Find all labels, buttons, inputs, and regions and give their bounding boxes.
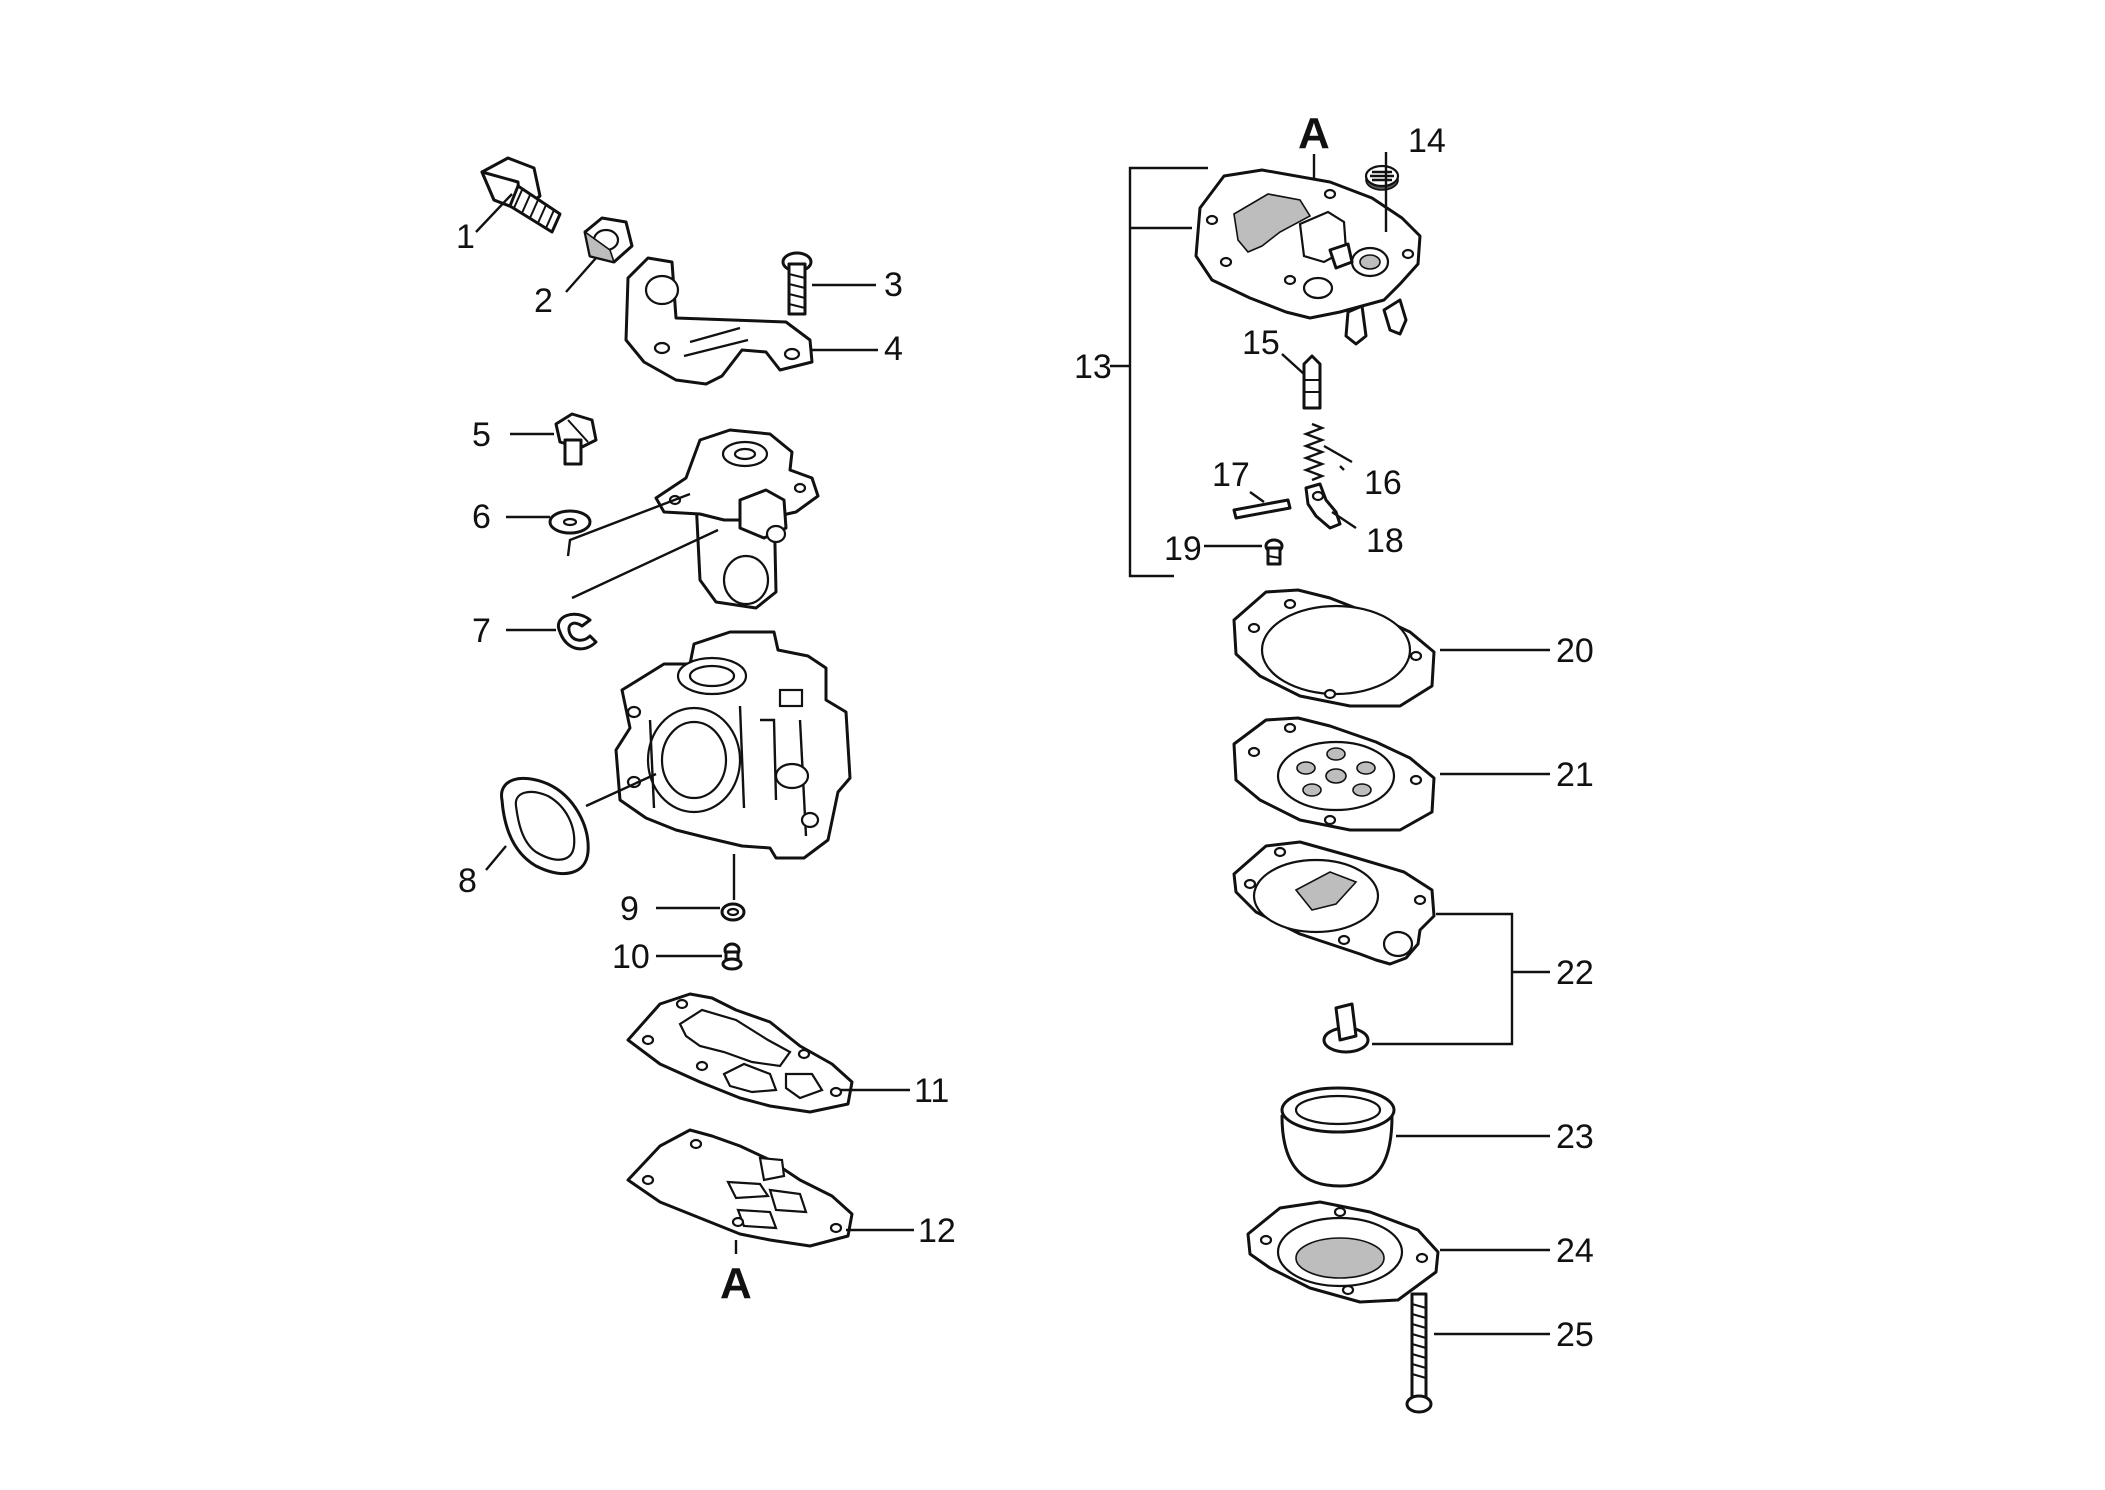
part-7-eclip: [556, 612, 598, 651]
callout-24: 24: [1556, 1232, 1594, 1270]
part-4-bracket: [624, 256, 814, 386]
callout-3: 3: [884, 266, 903, 304]
callout-19: 19: [1164, 530, 1202, 568]
part-15-needle: [1302, 354, 1322, 410]
carburetor-body: [614, 630, 852, 860]
part-12-plate: [626, 1128, 854, 1248]
callout-11: 11: [914, 1072, 949, 1110]
callout-18: 18: [1366, 522, 1404, 560]
part-21-diaphragm: [1232, 716, 1436, 832]
callout-8: 8: [458, 862, 477, 900]
part-14-screen: [1364, 164, 1400, 191]
callout-14: 14: [1408, 122, 1446, 160]
part-19-screw: [1264, 538, 1284, 566]
part-20-gasket: [1232, 588, 1436, 708]
part-3-screw: [781, 251, 813, 316]
part-22-metering-cover: [1232, 840, 1436, 966]
leader-lines: [475, 152, 1550, 1336]
callout-17: 17: [1212, 456, 1250, 494]
part-11-gasket: [626, 992, 854, 1114]
callout-13: 13: [1074, 348, 1112, 386]
callout-16: 16: [1364, 464, 1402, 502]
part-16-spring: [1302, 422, 1326, 482]
part-9-oring: [720, 902, 746, 922]
throttle-valve-assembly: [654, 428, 820, 610]
part-18-lever: [1304, 482, 1342, 530]
part-22-check-valve: [1322, 1002, 1370, 1054]
callout-20: 20: [1556, 632, 1594, 670]
part-8-ring: [500, 776, 590, 875]
callout-21: 21: [1556, 756, 1594, 794]
part-24-retainer: [1246, 1200, 1440, 1304]
callout-22: 22: [1556, 954, 1594, 992]
callout-labels: 1 2 3 4 5 6 7 8 9 10 11 12 13 14 15 16 1…: [456, 109, 1594, 1354]
part-1-screw: [480, 156, 562, 234]
part-13-pump-body: [1194, 168, 1422, 346]
reference-mark-A-bottom: A: [720, 1259, 752, 1308]
callout-23: 23: [1556, 1118, 1594, 1156]
callout-4: 4: [884, 330, 903, 368]
part-2-nut: [583, 216, 634, 264]
callout-9: 9: [620, 890, 639, 928]
callout-12: 12: [918, 1212, 956, 1250]
callout-10: 10: [612, 938, 650, 976]
part-5-idle-screw: [554, 412, 598, 466]
callout-1: 1: [456, 218, 475, 256]
callout-25: 25: [1556, 1316, 1594, 1354]
callout-2: 2: [534, 282, 553, 320]
part-25-long-screw: [1405, 1292, 1433, 1414]
part-10-screw: [721, 942, 743, 971]
part-17-pin: [1232, 498, 1292, 520]
part-6-washer: [548, 509, 592, 535]
callout-7: 7: [472, 612, 491, 650]
callout-15: 15: [1242, 324, 1280, 362]
callout-6: 6: [472, 498, 491, 536]
callout-5: 5: [472, 416, 491, 454]
part-23-primer-bulb: [1280, 1086, 1396, 1188]
reference-mark-A-top: A: [1298, 109, 1330, 158]
